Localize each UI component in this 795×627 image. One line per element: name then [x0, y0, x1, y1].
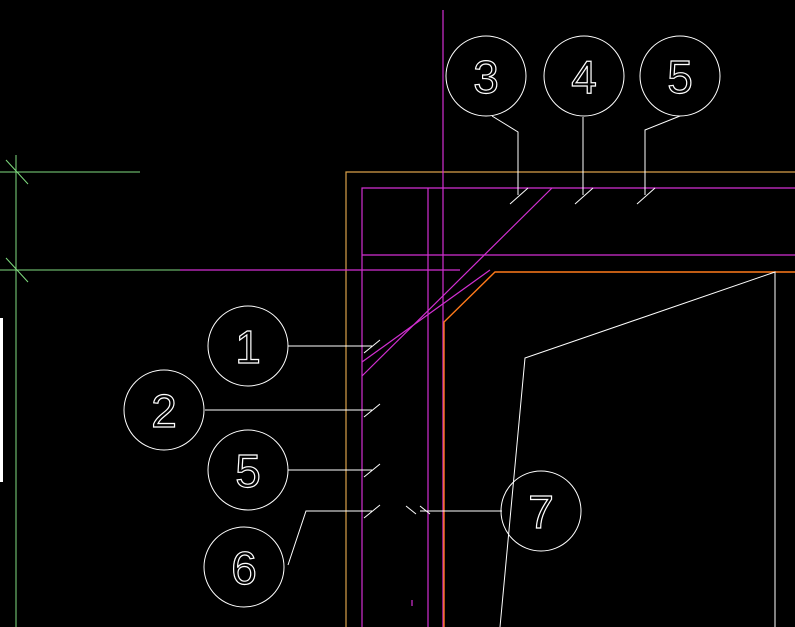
balloon-1[interactable]: 1 [207, 305, 289, 387]
balloon-2[interactable]: 2 [123, 369, 205, 451]
balloon-label: 2 [151, 385, 177, 437]
balloon-3[interactable]: 3 [445, 35, 527, 117]
balloon-label: 6 [231, 542, 257, 594]
leader-lines [205, 115, 681, 566]
balloon-label: 1 [235, 321, 261, 373]
balloon-label: 3 [473, 51, 499, 103]
balloon-4[interactable]: 4 [543, 35, 625, 117]
section-outline [499, 271, 776, 627]
balloon-label: 4 [571, 51, 597, 103]
balloon-5-left[interactable]: 5 [207, 429, 289, 511]
balloon-label: 5 [667, 51, 693, 103]
balloon-6[interactable]: 6 [203, 526, 285, 608]
left-edge-cursor-bar [0, 318, 3, 482]
balloon-label: 5 [235, 445, 261, 497]
grid-axis-lines [0, 155, 180, 627]
outer-wall-line [345, 171, 795, 627]
inner-liner-line [443, 271, 795, 627]
balloon-5-top[interactable]: 5 [639, 35, 721, 117]
balloon-7[interactable]: 7 [500, 470, 582, 552]
balloon-label: 7 [528, 486, 554, 538]
layer-tick-marks [363, 187, 656, 519]
magenta-structure-lines [180, 10, 795, 627]
